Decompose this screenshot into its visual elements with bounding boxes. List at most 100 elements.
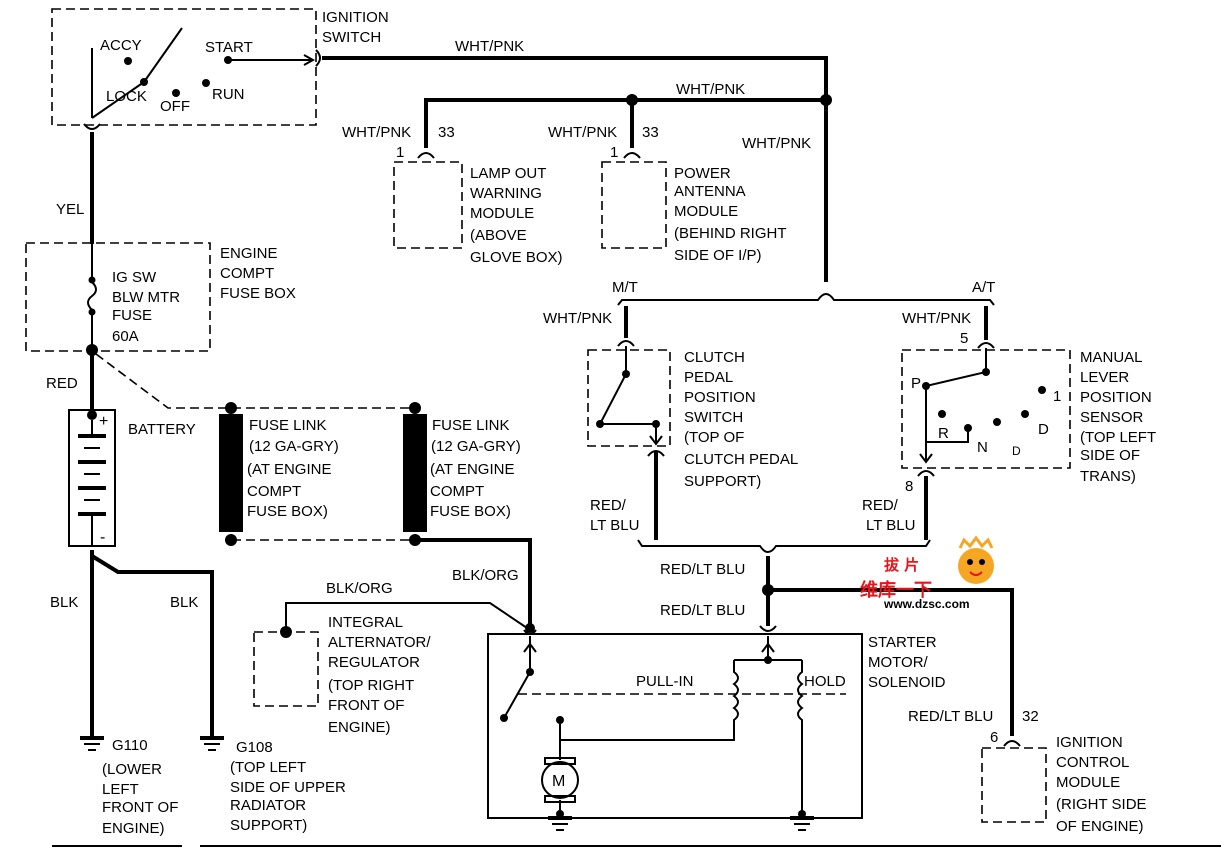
mlps-pos-n: N (977, 439, 988, 456)
mlps-line-3: POSITION (1080, 389, 1152, 406)
starter-line-2: MOTOR/ (868, 654, 929, 671)
watermark-url: www.dzsc.com (883, 597, 970, 611)
g108-line-3: SIDE OF UPPER (230, 779, 346, 796)
watermark-text: 维库一下 (860, 579, 932, 601)
pin-icm-32: 32 (1022, 708, 1039, 725)
icm-line-5: OF ENGINE) (1056, 818, 1144, 835)
icm-line-1: IGNITION (1056, 734, 1123, 751)
clutch-line-5: (TOP OF (684, 429, 744, 446)
fuse-box-line-1: ENGINE (220, 245, 278, 262)
fuse-link-2-line-1: FUSE LINK (432, 417, 510, 434)
clutch-line-3: POSITION (684, 389, 756, 406)
wire-wht-pnk-at: WHT/PNK (902, 310, 971, 327)
wire-wht-pnk-antenna: WHT/PNK (548, 124, 617, 141)
ignition-control-module: RED/LT BLU 32 6 IGNITION CONTROL MODULE … (908, 708, 1147, 835)
mlps-pos-r: R (938, 425, 949, 442)
pin-lamp-1: 1 (396, 144, 404, 161)
battery: + - BATTERY (68, 409, 196, 547)
clutch-line-7: SUPPORT) (684, 473, 761, 490)
mlps-pos-p: P (911, 375, 921, 392)
g108-line-2: (TOP LEFT (230, 759, 306, 776)
alternator-line-4: (TOP RIGHT (328, 677, 414, 694)
pin-icm-6: 6 (990, 729, 998, 746)
ignition-switch-label-1: IGNITION (322, 9, 389, 26)
fuse-line-1: IG SW (112, 269, 157, 286)
wire-blk-right: BLK (170, 594, 198, 611)
transmission-mt: M/T (612, 279, 638, 296)
lamp-out-line-5: GLOVE BOX) (470, 249, 563, 266)
pos-run: RUN (212, 86, 245, 103)
wire-blk-left: BLK (50, 594, 78, 611)
lamp-out-line-4: (ABOVE (470, 227, 527, 244)
fuse-link-1-line-3: (AT ENGINE (247, 461, 331, 478)
antenna-line-1: POWER (674, 165, 731, 182)
pos-off: OFF (160, 98, 190, 115)
pos-start: START (205, 39, 253, 56)
antenna-line-5: SIDE OF I/P) (674, 247, 762, 264)
icm-line-2: CONTROL (1056, 754, 1129, 771)
pin-lamp-33: 33 (438, 124, 455, 141)
hold-label: HOLD (804, 673, 846, 690)
clutch-line-2: PEDAL (684, 369, 733, 386)
lamp-out-line-3: MODULE (470, 205, 534, 222)
alternator-line-6: ENGINE) (328, 719, 391, 736)
fuse-box-line-3: FUSE BOX (220, 285, 296, 302)
pin-mlps-8: 8 (905, 478, 913, 495)
ground-g110: G110 (LOWER LEFT FRONT OF ENGINE) (80, 736, 178, 837)
alternator-line-3: REGULATOR (328, 654, 420, 671)
mlps-pos-d: D (1038, 421, 1049, 438)
transmission-at: A/T (972, 279, 995, 296)
wire-wht-pnk-lamp: WHT/PNK (342, 124, 411, 141)
battery-plus: + (99, 413, 108, 430)
fuse-line-4: 60A (112, 328, 139, 345)
engine-compt-fuse-box: ENGINE COMPT FUSE BOX IG SW BLW MTR FUSE… (25, 242, 296, 352)
mlps-line-6: SIDE OF (1080, 447, 1140, 464)
wire-blk-org-top: BLK/ORG (326, 580, 393, 597)
g110-line-1: G110 (112, 737, 148, 754)
pin-mlps-5: 5 (960, 330, 968, 347)
wire-red-ltblu-left-2: LT BLU (590, 517, 639, 534)
battery-minus: - (100, 529, 105, 546)
svg-text:拔 片: 拔 片 (884, 556, 919, 574)
fuse-link-2-line-4: COMPT (430, 483, 484, 500)
ignition-switch-label-2: SWITCH (322, 29, 381, 46)
mlps-line-4: SENSOR (1080, 409, 1144, 426)
fuse-link-1-line-5: FUSE BOX) (247, 503, 328, 520)
starter-line-1: STARTER (868, 634, 937, 651)
antenna-line-3: MODULE (674, 203, 738, 220)
mlps-pos-d-small: D (1012, 444, 1021, 458)
wire-red-ltblu-junction: RED/LT BLU (660, 561, 745, 578)
pin-antenna-1: 1 (610, 144, 618, 161)
alternator-line-5: FRONT OF (328, 697, 404, 714)
wire-red-ltblu-icm: RED/LT BLU (908, 708, 993, 725)
wire-red-ltblu-starter: RED/LT BLU (660, 602, 745, 619)
g108-line-5: SUPPORT) (230, 817, 307, 834)
wire-red-ltblu-right-1: RED/ (862, 497, 899, 514)
g110-line-3: LEFT (102, 781, 139, 798)
fuse-link-2-line-5: FUSE BOX) (430, 503, 511, 520)
integral-alternator-regulator: BLK/ORG INTEGRAL ALTERNATOR/ REGULATOR (… (253, 580, 535, 736)
mlps-pos-1: 1 (1053, 388, 1061, 405)
pos-accy: ACCY (100, 37, 142, 54)
manual-lever-position-sensor: WHT/PNK 5 P R N D D 1 8 MANUAL LEVER POS… (901, 306, 1156, 540)
pos-lock: LOCK (106, 88, 147, 105)
ignition-switch: IGNITION SWITCH ACCY START LOCK OFF RUN (51, 8, 389, 130)
motor-label: M (552, 773, 565, 790)
wire-red: RED (46, 375, 78, 392)
fuse-link-1-line-4: COMPT (247, 483, 301, 500)
pin-antenna-33: 33 (642, 124, 659, 141)
wire-wht-pnk-right: WHT/PNK (742, 135, 811, 152)
icm-line-3: MODULE (1056, 774, 1120, 791)
lamp-out-line-1: LAMP OUT (470, 165, 546, 182)
alternator-line-1: INTEGRAL (328, 614, 403, 631)
fuse-link-1-line-2: (12 GA-GRY) (249, 438, 339, 455)
wire-wht-pnk-mid: WHT/PNK (676, 81, 745, 98)
starter-motor-solenoid: STARTER MOTOR/ SOLENOID PULL-IN HOLD M (487, 625, 946, 831)
wire-blk-org-right: BLK/ORG (452, 567, 519, 584)
mlps-line-1: MANUAL (1080, 349, 1143, 366)
lamp-out-warning-module: WHT/PNK 33 1 LAMP OUT WARNING MODULE (AB… (342, 124, 563, 266)
clutch-line-4: SWITCH (684, 409, 743, 426)
wire-wht-pnk-top: WHT/PNK (455, 38, 524, 55)
antenna-line-4: (BEHIND RIGHT (674, 225, 787, 242)
fuse-line-3: FUSE (112, 307, 152, 324)
